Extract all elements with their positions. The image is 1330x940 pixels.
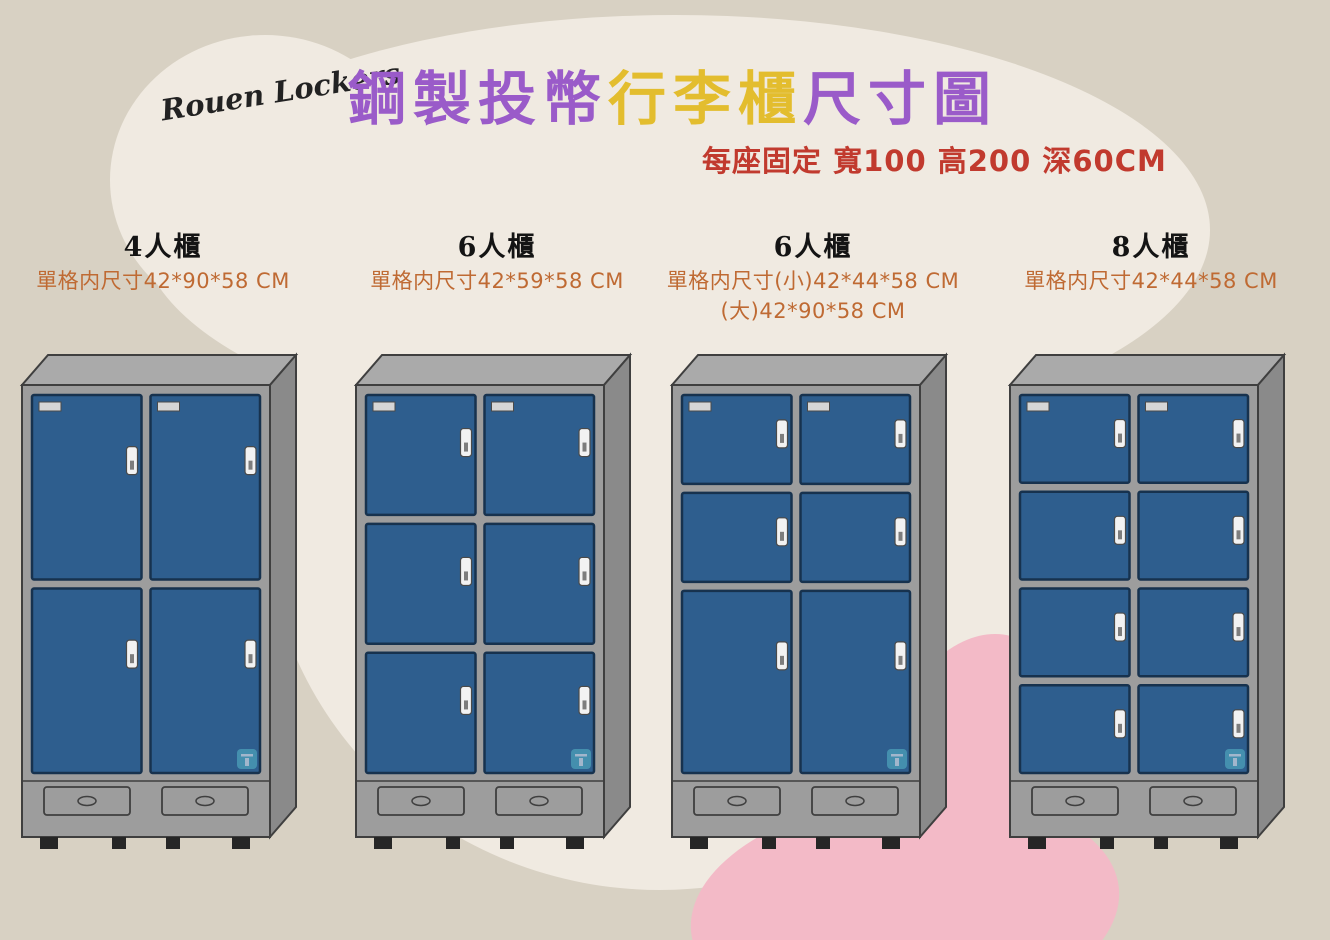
page-title-part-2: 行李櫃	[608, 65, 804, 133]
locker-spec-line: (大)42*90*58 CM	[720, 299, 906, 323]
watermark-stamp	[571, 749, 591, 769]
locker-card-6-person: 6人櫃 單格内尺寸42*59*58 CM	[342, 225, 652, 885]
locker-card-4-person: 4人櫃 單格内尺寸42*90*58 CM	[8, 225, 318, 885]
locker-name: 4人櫃	[123, 232, 203, 263]
locker-name: 6人櫃	[457, 232, 537, 263]
locker-card-6-person-mixed: 6人櫃 單格内尺寸(小)42*44*58 CM (大)42*90*58 CM	[658, 225, 968, 885]
locker-spec-line: 單格内尺寸42*90*58 CM	[36, 269, 290, 293]
locker-illustration	[10, 337, 310, 853]
locker-name: 6人櫃	[773, 232, 853, 263]
brand-logo-text: Rouen Lockers	[158, 56, 403, 128]
watermark-stamp	[237, 749, 257, 769]
fixed-dimensions-subtitle: 每座固定 寬100 高200 深60CM	[702, 144, 1167, 178]
page-title-part-1: 鋼製投幣	[348, 65, 609, 133]
locker-name: 8人櫃	[1111, 232, 1191, 263]
watermark-stamp	[1225, 749, 1245, 769]
locker-card-8-person: 8人櫃 單格内尺寸42*44*58 CM	[996, 225, 1306, 885]
locker-illustration	[660, 337, 960, 853]
locker-spec-line: 單格内尺寸42*44*58 CM	[1024, 269, 1278, 293]
locker-illustration	[998, 337, 1298, 853]
locker-spec-line: 單格内尺寸(小)42*44*58 CM	[666, 269, 960, 293]
page-title: 鋼製投幣行李櫃尺寸圖	[348, 52, 998, 136]
locker-illustration	[344, 337, 644, 853]
watermark-stamp	[887, 749, 907, 769]
page-title-part-3: 尺寸圖	[803, 65, 999, 133]
locker-spec-line: 單格内尺寸42*59*58 CM	[370, 269, 624, 293]
